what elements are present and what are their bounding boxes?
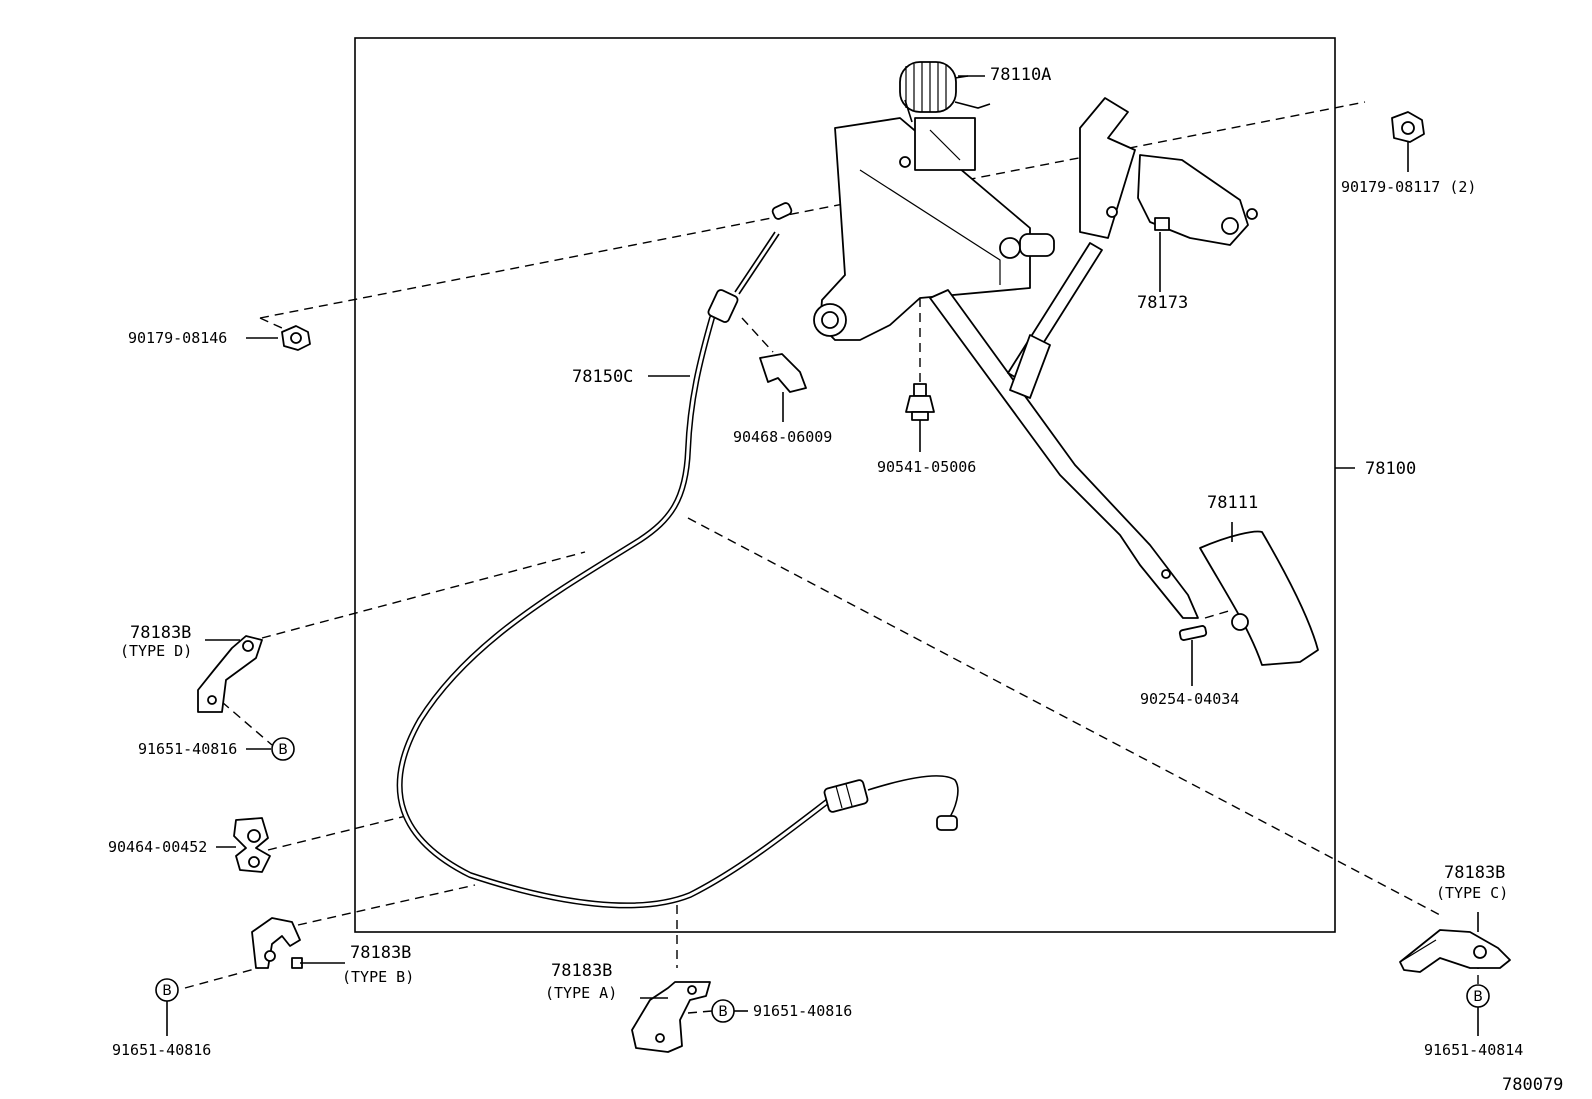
label-78183B-typeC-type: (TYPE C) bbox=[1436, 884, 1508, 902]
label-91651-40816-b: 91651-40816 bbox=[112, 1041, 211, 1059]
label-78111: 78111 bbox=[1207, 493, 1258, 513]
label-78183B-typeC: 78183B bbox=[1444, 863, 1505, 883]
marker-b-typeB: B bbox=[155, 978, 179, 1036]
pin-90254-04034 bbox=[1178, 625, 1208, 641]
dash-b-typeB bbox=[184, 966, 263, 989]
label-90179-08146: 90179-08146 bbox=[128, 329, 227, 347]
dash-nut-right bbox=[259, 101, 1366, 319]
marker-b-text: B bbox=[1473, 989, 1483, 1005]
marker-b-typeC: B bbox=[1466, 984, 1490, 1036]
label-90254-04034: 90254-04034 bbox=[1140, 690, 1239, 708]
dash-nut-left-tick bbox=[259, 317, 283, 329]
label-78183B-typeD-type: (TYPE D) bbox=[120, 642, 192, 660]
label-91651-40814: 91651-40814 bbox=[1424, 1041, 1523, 1059]
clip-90468-06009 bbox=[759, 353, 807, 393]
bracket-type-c bbox=[1399, 929, 1511, 973]
marker-b-typeD: B bbox=[246, 737, 295, 761]
label-90468-06009: 90468-06009 bbox=[733, 428, 832, 446]
pedal-bracket bbox=[813, 117, 1055, 341]
pedal-pad bbox=[1199, 530, 1319, 666]
label-78183B-typeB: 78183B bbox=[350, 943, 411, 963]
label-91651-40816-a: 91651-40816 bbox=[138, 740, 237, 758]
pedal-arm bbox=[929, 289, 1199, 619]
dash-clip-90464 bbox=[267, 814, 411, 851]
label-90464-00452: 90464-00452 bbox=[108, 838, 207, 856]
dash-cable-typeC bbox=[687, 517, 1441, 916]
assembly-frame bbox=[354, 37, 1336, 933]
marker-b-text: B bbox=[278, 742, 288, 758]
dash-typeD bbox=[261, 551, 586, 639]
dash-clip-90468 bbox=[741, 317, 774, 353]
dash-pin bbox=[1204, 609, 1233, 619]
return-spring bbox=[899, 61, 991, 123]
bracket-type-a bbox=[631, 981, 711, 1053]
label-78183B-typeA: 78183B bbox=[551, 961, 612, 981]
bracket-type-d bbox=[197, 635, 263, 713]
label-78183B-typeB-type: (TYPE B) bbox=[342, 968, 414, 986]
marker-b-text: B bbox=[162, 983, 172, 999]
dash-typeB bbox=[297, 884, 476, 926]
clip-90464-00452 bbox=[233, 817, 271, 873]
dash-b-typeA bbox=[687, 1010, 713, 1014]
accelerator-cable bbox=[396, 202, 959, 909]
lever-assembly bbox=[1079, 97, 1258, 246]
label-78183B-typeD: 78183B bbox=[130, 623, 191, 643]
marker-b-text: B bbox=[718, 1004, 728, 1020]
figure-number: 780079 bbox=[1502, 1075, 1563, 1095]
grommet-90541-05006 bbox=[905, 383, 935, 421]
nut-90179-08146 bbox=[281, 325, 311, 351]
label-78183B-typeA-type: (TYPE A) bbox=[545, 984, 617, 1002]
label-78150C: 78150C bbox=[572, 367, 633, 387]
label-90541-05006: 90541-05006 bbox=[877, 458, 976, 476]
pedal-rod bbox=[1007, 242, 1103, 399]
bracket-type-b bbox=[251, 917, 303, 969]
marker-b-typeA: B bbox=[711, 999, 748, 1023]
label-91651-40816-c: 91651-40816 bbox=[753, 1002, 852, 1020]
label-78110A: 78110A bbox=[990, 65, 1051, 85]
label-90179-08117: 90179-08117 (2) bbox=[1341, 178, 1476, 196]
label-78173: 78173 bbox=[1137, 293, 1188, 313]
label-78100: 78100 bbox=[1365, 459, 1416, 479]
nut-90179-08117 bbox=[1391, 111, 1425, 143]
dash-b-typeD bbox=[221, 701, 273, 746]
